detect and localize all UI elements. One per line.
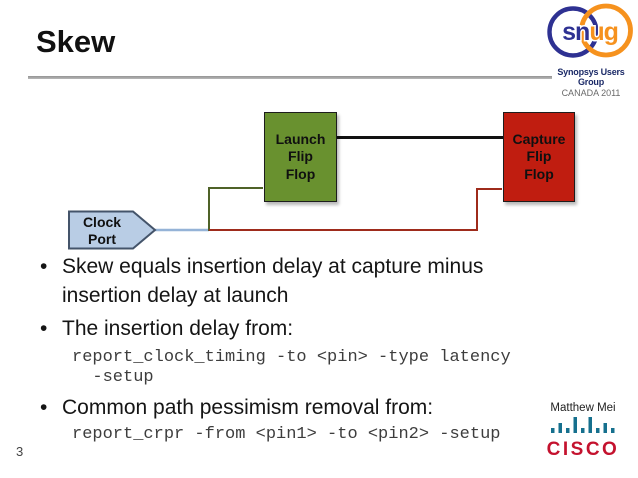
- snug-rings-icon: snug: [547, 3, 633, 58]
- title-divider: [28, 76, 552, 79]
- author-name: Matthew Mei: [550, 402, 616, 414]
- code-report-clock-timing: report_clock_timing -to <pin> -type late…: [72, 348, 511, 387]
- bullet-skew-definition: Skew equals insertion delay at capture m…: [38, 252, 568, 310]
- snug-logo: snug Synopsys Users Group CANADA 2011: [544, 3, 638, 98]
- page-title: Skew: [36, 24, 116, 59]
- bullet-cppr: Common path pessimism removal from:: [38, 393, 568, 422]
- code-report-crpr: report_crpr -from <pin1> -to <pin2> -set…: [72, 425, 501, 444]
- snug-wordmark: snug: [562, 18, 618, 46]
- wire-launch-branch: [208, 187, 263, 231]
- snug-event: CANADA 2011: [561, 88, 621, 98]
- cisco-bridge-icon: [551, 417, 615, 433]
- wire-capture-branch: [209, 188, 502, 231]
- page-number: 3: [16, 444, 24, 459]
- bullet-insertion-delay: The insertion delay from:: [38, 314, 568, 343]
- snug-subtitle: Synopsys Users Group: [557, 67, 625, 87]
- snug-navy-ring-icon: [547, 6, 599, 58]
- capture-flip-flop-box: Capture Flip Flop: [503, 112, 575, 202]
- clock-port-shape: [68, 210, 157, 250]
- snug-orange-ring-icon: [579, 3, 633, 58]
- cisco-logo: Matthew Mei CISCO: [540, 402, 626, 461]
- slide-body: Skew equals insertion delay at capture m…: [38, 252, 568, 445]
- launch-flip-flop-box: Launch Flip Flop: [264, 112, 337, 202]
- clock-port-label: Clock Port: [82, 213, 122, 247]
- cisco-wordmark: CISCO: [546, 439, 620, 460]
